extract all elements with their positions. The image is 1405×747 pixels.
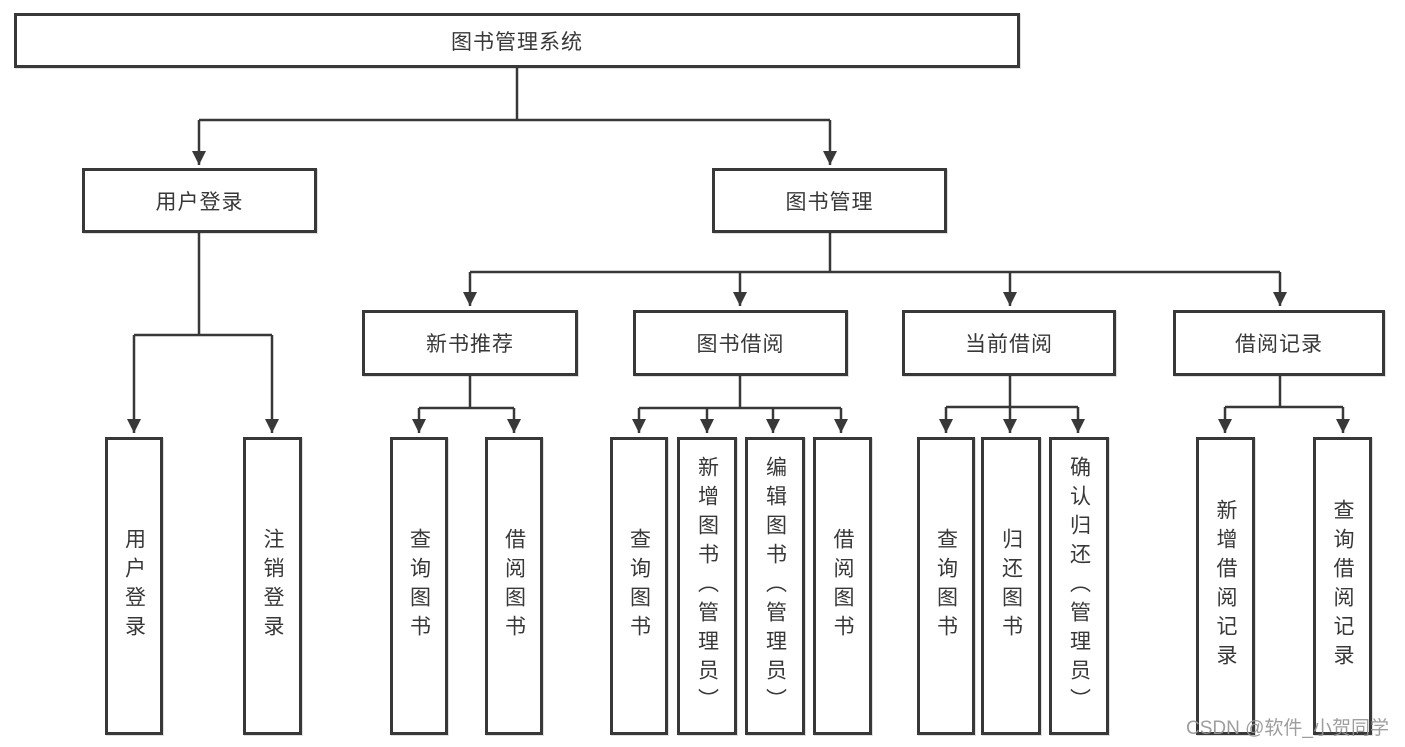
node-leaf-add-book-admin: 新增图书（管理员） bbox=[677, 437, 737, 735]
node-book-management: 图书管理 bbox=[712, 168, 947, 233]
node-leaf-logout: 注销登录 bbox=[243, 437, 302, 735]
watermark: CSDN @软件_小贺同学 bbox=[1186, 718, 1389, 739]
node-leaf-edit-book-admin: 编辑图书（管理员） bbox=[745, 437, 805, 735]
node-leaf-return-books: 归还图书 bbox=[981, 437, 1041, 735]
node-leaf-query-books-recommend: 查询图书 bbox=[390, 437, 448, 735]
node-leaf-user-login: 用户登录 bbox=[105, 437, 163, 735]
node-leaf-query-books-borrow: 查询图书 bbox=[610, 437, 668, 735]
node-leaf-query-books-current: 查询图书 bbox=[917, 437, 975, 735]
node-leaf-add-borrow-record: 新增借阅记录 bbox=[1196, 437, 1255, 735]
node-book-borrow: 图书借阅 bbox=[633, 310, 848, 376]
node-system-root: 图书管理系统 bbox=[14, 13, 1020, 68]
node-leaf-confirm-return-admin: 确认归还（管理员） bbox=[1049, 437, 1109, 735]
node-leaf-borrow-books: 借阅图书 bbox=[813, 437, 872, 735]
node-leaf-query-borrow-record: 查询借阅记录 bbox=[1313, 437, 1372, 735]
node-user-login: 用户登录 bbox=[82, 168, 317, 233]
node-leaf-borrow-books-recommend: 借阅图书 bbox=[485, 437, 543, 735]
node-current-borrow: 当前借阅 bbox=[902, 310, 1116, 376]
node-new-book-recommend: 新书推荐 bbox=[362, 310, 578, 376]
node-borrow-records: 借阅记录 bbox=[1173, 310, 1385, 376]
